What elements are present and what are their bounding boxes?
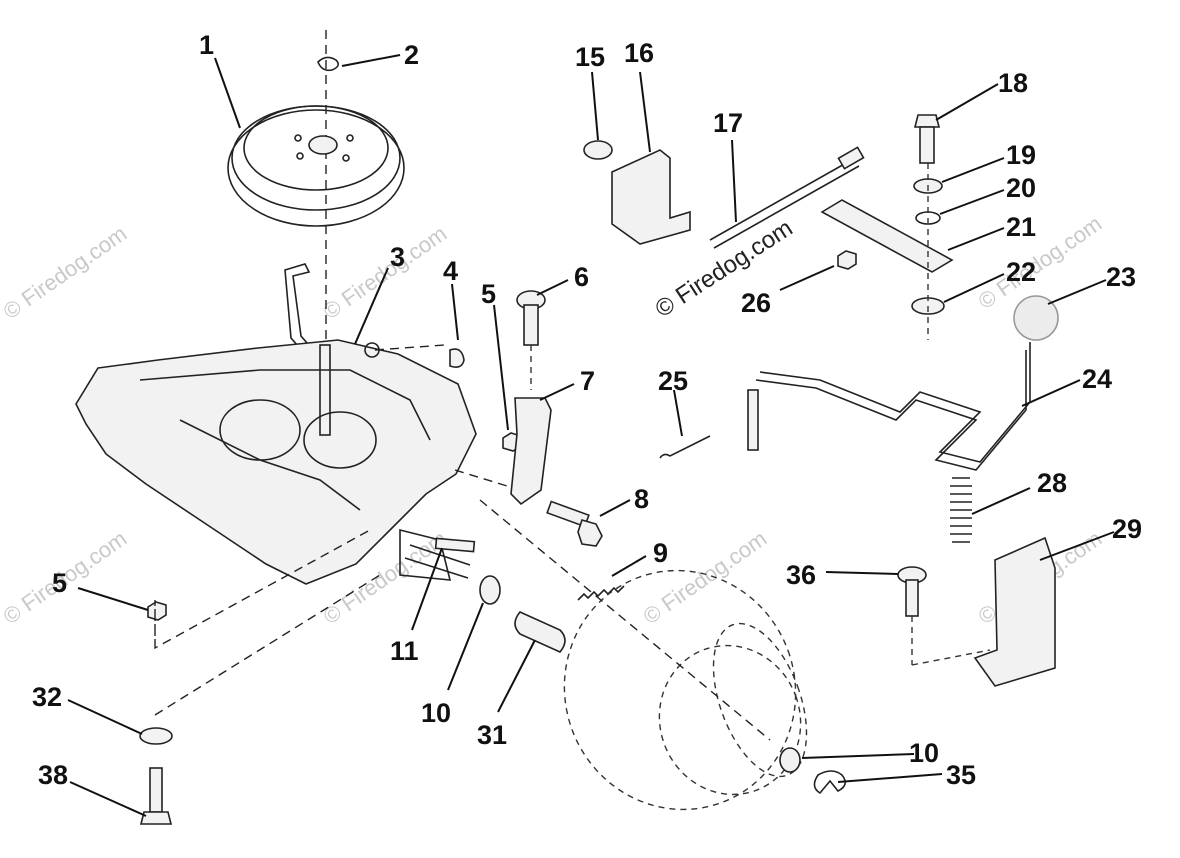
callout-28: 28 — [1037, 468, 1067, 498]
callout-5: 5 — [481, 279, 496, 309]
callout-26: 26 — [741, 288, 771, 318]
callout-1: 1 — [199, 30, 214, 60]
callout-8: 8 — [634, 484, 649, 514]
callout-7: 7 — [580, 366, 595, 396]
callout-10: 10 — [421, 698, 451, 728]
cotter-pin-part — [659, 435, 711, 459]
callout-3: 3 — [390, 242, 405, 272]
control-rod-part — [709, 146, 865, 249]
callout-32: 32 — [32, 682, 62, 712]
callout-18: 18 — [998, 68, 1028, 98]
callout-31: 31 — [477, 720, 507, 750]
spacer-part — [514, 611, 566, 653]
washer-part — [479, 575, 501, 605]
hex-bolt-part — [546, 500, 603, 547]
transaxle-part — [75, 263, 521, 585]
spring-part — [577, 585, 625, 601]
callout-11: 11 — [390, 636, 419, 666]
callout-36: 36 — [786, 560, 816, 590]
callout-38: 38 — [38, 760, 68, 790]
nut-part — [837, 250, 857, 270]
callout-20: 20 — [1006, 173, 1036, 203]
callout-10: 10 — [909, 738, 939, 768]
callout-16: 16 — [624, 38, 654, 68]
callout-19: 19 — [1006, 140, 1036, 170]
carriage-bolt-part — [516, 290, 546, 390]
callout-labels: 1 2 3 4 5 5 6 7 8 9 10 10 11 15 16 17 18… — [32, 30, 1142, 790]
nut-part — [147, 601, 167, 621]
knob-part — [1013, 295, 1059, 341]
callout-5: 5 — [52, 568, 67, 598]
tire-part — [479, 499, 808, 811]
spring-part — [950, 477, 972, 543]
washer-part — [583, 140, 613, 160]
callout-24: 24 — [1082, 364, 1112, 394]
callout-17: 17 — [713, 108, 743, 138]
key-part — [449, 348, 465, 368]
mounting-bracket-part — [611, 149, 691, 245]
callout-23: 23 — [1106, 262, 1136, 292]
hex-bolt-part — [139, 767, 173, 825]
bracket-part — [510, 397, 552, 506]
e-clip-part — [813, 770, 846, 795]
callout-15: 15 — [575, 42, 605, 72]
callout-4: 4 — [443, 256, 458, 286]
callout-21: 21 — [1006, 212, 1036, 242]
washer-part — [139, 727, 173, 745]
watermark-text: © Firedog.com — [0, 221, 131, 324]
support-bracket-part — [973, 536, 1056, 687]
retaining-clip-part — [317, 56, 340, 72]
shaft-key-part — [434, 537, 476, 553]
watermark-text: © Firedog.com — [319, 221, 452, 324]
pulley-part — [227, 30, 405, 350]
screw-part — [897, 566, 991, 666]
callout-25: 25 — [658, 366, 688, 396]
callout-29: 29 — [1112, 514, 1142, 544]
shift-lever-part — [747, 342, 1031, 471]
callout-35: 35 — [946, 760, 976, 790]
callout-2: 2 — [404, 40, 419, 70]
washer-part — [779, 747, 801, 773]
bolt-stack-part — [820, 114, 954, 340]
callout-22: 22 — [1006, 257, 1036, 287]
callout-9: 9 — [653, 538, 668, 568]
leader-lines — [67, 54, 1115, 817]
callout-6: 6 — [574, 262, 589, 292]
